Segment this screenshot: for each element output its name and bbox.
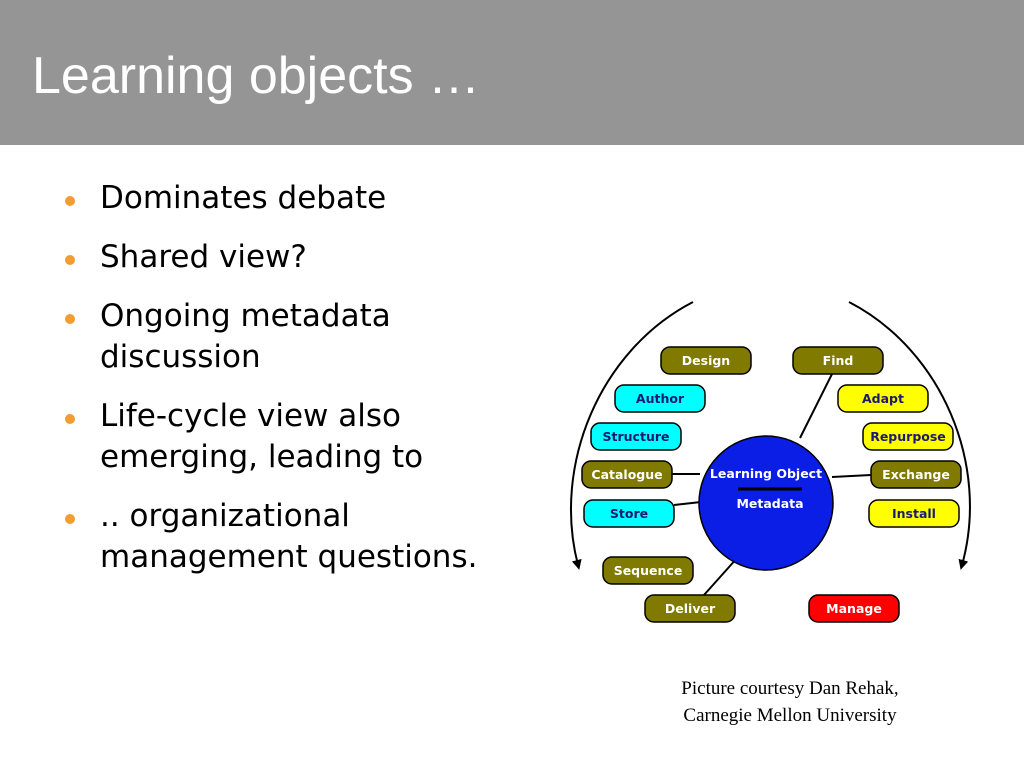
connector-lines: [672, 373, 872, 596]
left-cycle-arrow: [570, 301, 694, 570]
bullet-list: Dominates debate Shared view? Ongoing me…: [62, 178, 482, 596]
node-store: Store: [583, 499, 675, 528]
node-box: [837, 384, 929, 413]
bullet-text: Life-cycle view also emerging, leading t…: [100, 398, 424, 475]
node-deliver: Deliver: [644, 594, 736, 623]
node-box: [581, 460, 673, 489]
node-box: [660, 346, 752, 375]
node-label: Repurpose: [870, 429, 946, 444]
node-catalogue: Catalogue: [581, 460, 673, 489]
slide-title: Learning objects …: [32, 47, 481, 105]
bullet-item: Dominates debate: [62, 178, 482, 219]
bullet-dot-icon: [65, 314, 75, 324]
bullet-item: Life-cycle view also emerging, leading t…: [62, 396, 482, 478]
bullet-dot-icon: [65, 514, 75, 524]
bullet-text: Ongoing metadata discussion: [100, 298, 391, 375]
node-adapt: Adapt: [837, 384, 929, 413]
node-manage: Manage: [808, 594, 900, 623]
node-sequence: Sequence: [602, 556, 694, 585]
node-install: Install: [868, 499, 960, 528]
node-label: Design: [682, 353, 730, 368]
picture-caption: Picture courtesy Dan Rehak, Carnegie Mel…: [640, 675, 940, 729]
node-box: [583, 499, 675, 528]
node-label: Structure: [603, 429, 670, 444]
title-bar: Learning objects …: [0, 0, 1024, 145]
node-author: Author: [614, 384, 706, 413]
node-label: Author: [636, 391, 685, 406]
bullet-dot-icon: [65, 255, 75, 265]
node-label: Adapt: [862, 391, 904, 406]
node-exchange: Exchange: [870, 460, 962, 489]
node-label: Catalogue: [591, 467, 662, 482]
bullet-text: Dominates debate: [100, 180, 387, 216]
right-cycle-arrow: [848, 301, 971, 570]
lifecycle-diagram-svg: Learning Object Metadata Design FindAutho…: [570, 301, 971, 623]
bullet-dot-icon: [65, 414, 75, 424]
node-label: Sequence: [614, 563, 683, 578]
node-box: [808, 594, 900, 623]
connector-line: [703, 556, 739, 596]
caption-line-1: Picture courtesy Dan Rehak,: [681, 678, 899, 699]
caption-line-2: Carnegie Mellon University: [683, 705, 897, 726]
node-label: Find: [823, 353, 854, 368]
node-structure: Structure: [590, 422, 682, 451]
node-label: Exchange: [882, 467, 950, 482]
bullet-item: .. organizational management questions.: [62, 496, 482, 578]
node-box: [870, 460, 962, 489]
connector-line: [673, 501, 702, 506]
bullet-text: Shared view?: [100, 239, 307, 275]
node-box: [792, 346, 884, 375]
node-box: [590, 422, 682, 451]
connector-line: [799, 373, 833, 439]
center-circle: [698, 435, 834, 571]
bullet-item: Shared view?: [62, 237, 482, 278]
node-box: [602, 556, 694, 585]
node-find: Find: [792, 346, 884, 375]
node-box: [862, 422, 954, 451]
node-label: Manage: [826, 601, 882, 616]
node-box: [644, 594, 736, 623]
bullet-dot-icon: [65, 196, 75, 206]
center-subtitle: Metadata: [736, 496, 803, 511]
node-label: Install: [892, 506, 936, 521]
node-repurpose: Repurpose: [862, 422, 954, 451]
bullet-text: .. organizational management questions.: [100, 498, 478, 575]
node-box: [614, 384, 706, 413]
bullet-item: Ongoing metadata discussion: [62, 296, 482, 378]
node-design: Design: [660, 346, 752, 375]
node-box: [868, 499, 960, 528]
center-title: Learning Object: [710, 466, 822, 481]
connector-line: [831, 474, 872, 478]
node-label: Store: [610, 506, 648, 521]
node-label: Deliver: [665, 601, 716, 616]
